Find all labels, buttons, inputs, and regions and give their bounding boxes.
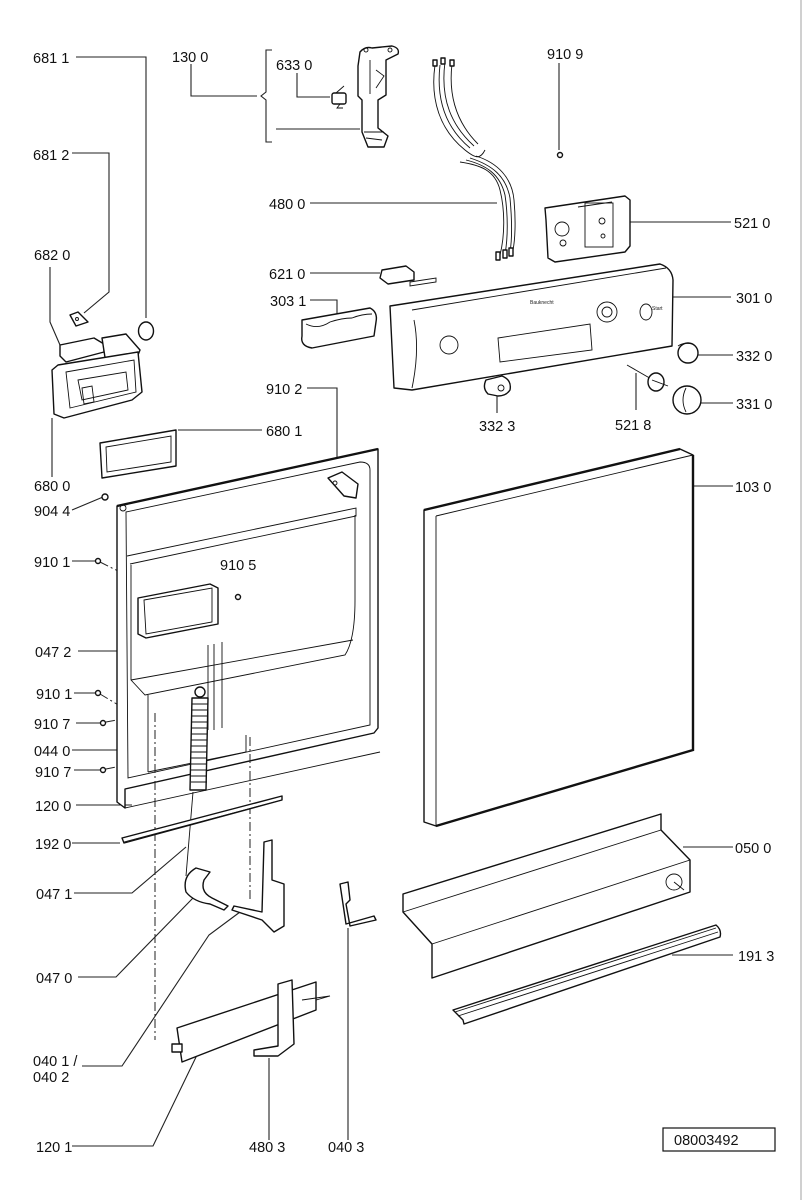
start-button-text: Start	[652, 306, 663, 312]
part-521-8-switch	[626, 364, 669, 392]
part-633-0-clip	[331, 85, 347, 109]
callout-120-0: 120 0	[35, 799, 71, 815]
callout-633-0: 633 0	[276, 58, 312, 74]
part-621-0-connector	[379, 265, 437, 287]
callout-910-7-a: 910 7	[34, 717, 70, 733]
callout-040-2: 040 2	[33, 1070, 69, 1086]
callout-050-0: 050 0	[735, 841, 771, 857]
part-120-0-inner-door	[116, 447, 381, 809]
callout-331-0: 331 0	[736, 397, 772, 413]
callout-521-8: 521 8	[615, 418, 651, 434]
leader-047-0	[78, 897, 194, 978]
callout-120-1: 120 1	[36, 1140, 72, 1156]
callout-480-0: 480 0	[269, 197, 305, 213]
callout-904-4: 904 4	[34, 504, 70, 520]
callout-103-0: 103 0	[735, 480, 771, 496]
assembly-guide-lines	[154, 713, 251, 1040]
callout-910-5: 910 5	[220, 558, 256, 574]
callout-621-0: 621 0	[269, 267, 305, 283]
leader-303-1	[310, 299, 338, 317]
callout-332-0: 332 0	[736, 349, 772, 365]
callout-680-0: 680 0	[34, 479, 70, 495]
leader-047-1	[74, 846, 187, 894]
part-040-3-bracket	[339, 881, 377, 927]
leader-040-1-2	[82, 911, 241, 1067]
part-910-1-screw-b	[94, 689, 102, 697]
page-edge-scrollbar	[800, 0, 802, 1200]
callout-192-0: 192 0	[35, 837, 71, 853]
part-332-0-knob	[677, 342, 699, 364]
callout-044-0: 044 0	[34, 744, 70, 760]
part-910-5-screw	[234, 593, 242, 601]
callout-681-1: 681 1	[33, 51, 69, 67]
leader-910-2	[307, 387, 338, 480]
callout-191-3: 191 3	[738, 949, 774, 965]
callout-910-9: 910 9	[547, 47, 583, 63]
part-680-1-gasket	[99, 429, 177, 479]
callout-047-0: 047 0	[36, 971, 72, 987]
leader-681-2	[72, 152, 110, 314]
leader-904-4	[71, 496, 104, 511]
part-044-0-spring	[185, 686, 209, 877]
part-910-7-screw-a	[99, 719, 107, 727]
callout-332-3: 332 3	[479, 419, 515, 435]
leader-681-1	[76, 56, 147, 318]
part-301-0-control-panel: Bauknecht Start	[389, 263, 674, 391]
part-521-0-control-module	[544, 195, 631, 263]
callout-303-1: 303 1	[270, 294, 306, 310]
part-910-1-screw-a	[94, 557, 102, 565]
callout-910-1-b: 910 1	[36, 687, 72, 703]
callout-labels: 681 1 130 0 633 0 910 9 681 2 480 0 521 …	[33, 47, 774, 1156]
callout-682-0: 682 0	[34, 248, 70, 264]
part-130-0-door-lock	[357, 45, 400, 148]
document-number-box: 08003492	[662, 1127, 776, 1152]
part-480-0-wire-harness	[432, 57, 516, 261]
callout-047-2: 047 2	[35, 645, 71, 661]
part-332-3-knob	[483, 375, 512, 397]
callout-521-0: 521 0	[734, 216, 770, 232]
callout-910-2: 910 2	[266, 382, 302, 398]
callout-681-2: 681 2	[33, 148, 69, 164]
callout-910-1-a: 910 1	[34, 555, 70, 571]
document-number: 08003492	[674, 1133, 739, 1149]
callout-910-7-b: 910 7	[35, 765, 71, 781]
part-480-3-bracket	[253, 979, 295, 1057]
part-103-0-outer-door	[423, 447, 695, 828]
callout-047-1: 047 1	[36, 887, 72, 903]
callout-130-0: 130 0	[172, 50, 208, 66]
part-910-9-screw	[556, 151, 564, 159]
part-910-7-screw-b	[99, 766, 107, 774]
callout-040-3: 040 3	[328, 1140, 364, 1156]
callout-301-0: 301 0	[736, 291, 772, 307]
part-680-0-detergent-dispenser	[51, 333, 143, 419]
part-681-2-clip	[69, 311, 89, 327]
part-120-1-kickplate	[171, 981, 331, 1063]
leader-120-1	[72, 1054, 198, 1147]
part-040-1-bracket	[231, 839, 285, 933]
part-904-4-washer	[101, 493, 109, 501]
part-681-1-seal	[137, 321, 155, 341]
part-192-0-rail	[121, 795, 283, 844]
leader-633-0	[296, 73, 330, 98]
callout-680-1: 680 1	[266, 424, 302, 440]
part-050-0-plinth	[402, 813, 691, 979]
brand-logo-text: Bauknecht	[530, 300, 554, 306]
leader-682-0	[49, 267, 61, 346]
part-191-3-trim-strip	[452, 924, 722, 1025]
callout-480-3: 480 3	[249, 1140, 285, 1156]
part-303-1-handle	[301, 307, 378, 349]
part-331-0-knob	[672, 385, 702, 415]
bracket-130-0	[260, 49, 272, 143]
part-047-0-hinge-clip	[184, 867, 229, 911]
callout-040-1: 040 1 /	[33, 1054, 78, 1070]
leader-130-0	[190, 64, 257, 97]
